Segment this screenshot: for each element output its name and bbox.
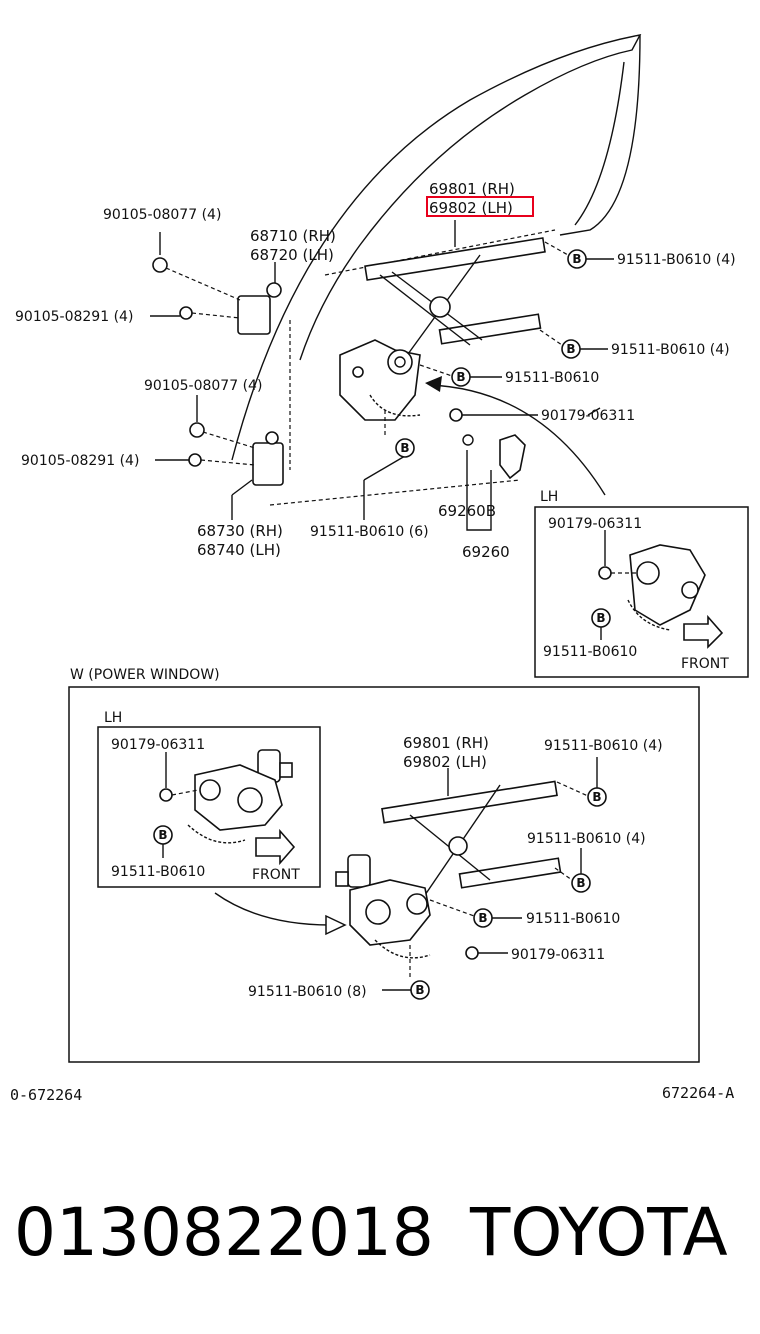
- pw-inset-motor: [159, 749, 293, 844]
- b-marker: B: [410, 980, 430, 1000]
- pw-regulator: [335, 780, 562, 960]
- pw-label-91511: 91511-B0610: [526, 911, 620, 927]
- svg-text:B: B: [592, 790, 601, 804]
- label-68730-rh: 68730 (RH): [197, 522, 283, 540]
- inset-front-label: FRONT: [681, 656, 729, 672]
- door-hinge-lower: [188, 395, 284, 486]
- inset-regulator: [598, 530, 706, 631]
- pw-lh-inset-box: [97, 726, 321, 888]
- b-marker: B: [567, 249, 587, 269]
- b-marker: B: [473, 908, 493, 928]
- b-marker: B: [587, 787, 607, 807]
- svg-text:B: B: [415, 983, 424, 997]
- b-marker: B: [395, 438, 415, 458]
- label-90105-08077-mid: 90105-08077 (4): [144, 378, 262, 394]
- inset-label-90179: 90179-06311: [548, 516, 642, 532]
- power-window-box: [68, 686, 700, 1063]
- nut-90179: [449, 408, 463, 422]
- pw-inset-label-91511: 91511-B0610: [111, 864, 205, 880]
- pw-label-69801-rh: 69801 (RH): [403, 734, 489, 752]
- label-69802-lh: 69802 (LH): [429, 199, 513, 217]
- ref-right: 672264-A: [662, 1084, 734, 1102]
- inset-arrow: [429, 384, 606, 496]
- pw-lh-label: LH: [104, 710, 122, 726]
- svg-text:B: B: [596, 611, 605, 625]
- b-marker: B: [571, 873, 591, 893]
- svg-text:B: B: [158, 828, 167, 842]
- svg-text:B: B: [572, 252, 581, 266]
- label-91511-b0610-6: 91511-B0610 (6): [310, 524, 429, 540]
- inset-label-91511: 91511-B0610: [543, 644, 637, 660]
- pw-inset-arrow: [214, 892, 331, 926]
- svg-text:B: B: [400, 441, 409, 455]
- b-marker: B: [591, 608, 611, 628]
- label-68710-rh: 68710 (RH): [250, 227, 336, 245]
- svg-text:B: B: [566, 342, 575, 356]
- pw-label-91511-4a: 91511-B0610 (4): [544, 738, 663, 754]
- svg-text:B: B: [576, 876, 585, 890]
- b-marker: B: [153, 825, 173, 845]
- label-91511-b0610-mid: 91511-B0610: [505, 370, 599, 386]
- label-69801-rh: 69801 (RH): [429, 180, 515, 198]
- front-arrow-icon: [683, 614, 724, 649]
- inset-lh-box: [534, 506, 749, 678]
- inset-lh-label: LH: [540, 489, 558, 505]
- svg-text:B: B: [478, 911, 487, 925]
- label-90105-08291-mid: 90105-08291 (4): [21, 453, 139, 469]
- label-90179-06311-a: 90179-06311: [541, 408, 635, 424]
- label-68720-lh: 68720 (LH): [250, 246, 334, 264]
- ref-left: 0-672264: [10, 1086, 82, 1104]
- b-marker: B: [561, 339, 581, 359]
- label-68740-lh: 68740 (LH): [197, 541, 281, 559]
- door-hinge-upper: [152, 232, 282, 335]
- label-90105-08077-top: 90105-08077 (4): [103, 207, 221, 223]
- pw-label-90179: 90179-06311: [511, 947, 605, 963]
- pw-front-arrow-icon: [255, 828, 296, 866]
- pw-front-label: FRONT: [252, 867, 300, 883]
- label-91511-b0610-4a: 91511-B0610 (4): [617, 252, 736, 268]
- pw-label-91511-8: 91511-B0610 (8): [248, 984, 367, 1000]
- label-69260: 69260: [462, 543, 510, 561]
- clip-69260: [462, 434, 526, 531]
- pw-inset-label-90179: 90179-06311: [111, 737, 205, 753]
- footer-brand: TOYOTA: [469, 1194, 728, 1271]
- svg-text:B: B: [456, 370, 465, 384]
- footer-part-number: 0130822018: [14, 1194, 434, 1271]
- highlight-box: [426, 196, 534, 217]
- label-91511-b0610-4b: 91511-B0610 (4): [611, 342, 730, 358]
- b-marker: B: [451, 367, 471, 387]
- pw-label-69802-lh: 69802 (LH): [403, 753, 487, 771]
- label-69260b: 69260B: [438, 502, 496, 520]
- door-frame: [231, 34, 642, 506]
- pw-label-91511-4b: 91511-B0610 (4): [527, 831, 646, 847]
- window-regulator: [339, 237, 546, 421]
- label-90105-08291-top: 90105-08291 (4): [15, 309, 133, 325]
- power-window-title: W (POWER WINDOW): [70, 667, 220, 683]
